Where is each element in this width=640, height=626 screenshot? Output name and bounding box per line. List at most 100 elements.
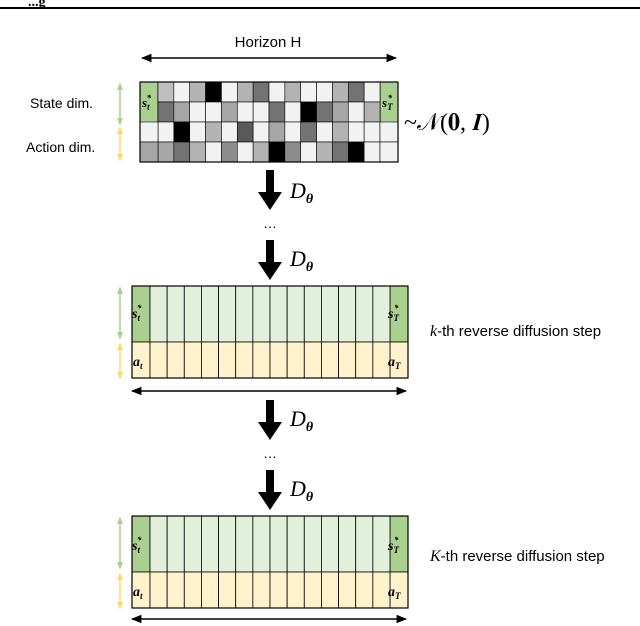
noise-cell	[157, 121, 175, 143]
k-step-trajectory-block: st* sT* at aT	[117, 285, 409, 396]
block-border	[131, 285, 409, 379]
action-column	[303, 341, 322, 379]
action-column	[201, 341, 219, 379]
action-column	[149, 571, 168, 609]
state-column	[269, 285, 288, 343]
noise-cell	[268, 141, 286, 163]
action-column	[321, 341, 339, 379]
noise-cell	[189, 121, 206, 143]
noise-cell	[236, 141, 254, 163]
section-heading: ...g	[28, 0, 46, 10]
state-column	[355, 285, 374, 343]
noise-cell	[252, 81, 270, 103]
noise-cell	[268, 81, 286, 103]
k-start-state-label: st*	[131, 303, 142, 323]
noise-distribution: ~𝒩(𝟎, 𝑰)	[404, 110, 490, 136]
denoise-step-4: Dθ	[258, 470, 314, 510]
noise-cell	[173, 141, 191, 163]
state-column	[218, 515, 237, 573]
noise-cell	[221, 81, 238, 103]
noise-cell	[347, 141, 365, 163]
noise-grid	[139, 81, 399, 163]
noise-end-action-cell	[379, 121, 399, 143]
K-start-state-label: st*	[131, 535, 142, 555]
noise-start-action-cell	[139, 121, 159, 143]
action-column	[183, 571, 202, 609]
noise-start-state-label: st*	[141, 93, 152, 112]
noise-start-action-cell	[139, 141, 159, 163]
action-column	[269, 571, 288, 609]
noise-cell	[205, 81, 222, 103]
action-column	[303, 571, 322, 609]
K-end-state-label: sT*	[387, 535, 399, 555]
state-column	[321, 515, 339, 573]
noise-cell	[236, 101, 254, 123]
action-column	[355, 341, 374, 379]
denoiser-label-4: Dθ	[289, 476, 314, 505]
state-column	[338, 515, 357, 573]
noise-cell	[189, 101, 206, 123]
noise-cell	[221, 141, 238, 163]
denoise-step-2: Dθ	[258, 240, 314, 280]
noise-cell	[252, 101, 270, 123]
noise-cell	[332, 121, 349, 143]
action-column	[338, 341, 357, 379]
k-step-caption: k-th reverse diffusion step	[430, 323, 601, 340]
state-column	[303, 515, 322, 573]
noise-cell	[316, 81, 333, 103]
denoiser-label-3: Dθ	[289, 406, 314, 435]
noise-cell	[173, 121, 191, 143]
noise-cell	[332, 141, 349, 163]
ellipsis-2: …	[263, 445, 277, 461]
noise-block-border	[139, 81, 399, 163]
noise-cell	[284, 101, 302, 123]
noise-cell	[189, 141, 206, 163]
noise-cell	[347, 81, 365, 103]
noise-cell	[157, 141, 175, 163]
denoise-step-1: Dθ	[258, 170, 314, 210]
k-end-action-label: aT	[388, 355, 401, 371]
state-column	[235, 515, 254, 573]
noise-cell	[221, 101, 238, 123]
noise-cell	[300, 81, 317, 103]
state-column	[321, 285, 339, 343]
action-column	[286, 571, 305, 609]
state-column	[166, 515, 185, 573]
noise-cell	[173, 81, 191, 103]
state-column	[183, 285, 202, 343]
state-column	[338, 285, 357, 343]
noise-cell	[189, 81, 206, 103]
action-column	[218, 571, 237, 609]
state-column	[252, 515, 271, 573]
noise-cell	[252, 121, 270, 143]
action-column	[286, 341, 305, 379]
action-column	[166, 341, 185, 379]
K-start-action-label: at	[133, 585, 143, 601]
noise-cell	[157, 81, 175, 103]
noise-end-action-cell	[379, 141, 399, 163]
K-end-action-label: aT	[388, 585, 401, 601]
state-column	[201, 515, 219, 573]
state-column	[235, 285, 254, 343]
k-block-grid	[131, 285, 409, 379]
noise-cell	[332, 81, 349, 103]
denoiser-label-2: Dθ	[289, 246, 314, 275]
state-column	[286, 285, 305, 343]
noise-cell	[363, 101, 381, 123]
state-column	[183, 515, 202, 573]
block-border	[131, 515, 409, 609]
action-dim-label: Action dim.	[26, 139, 95, 155]
state-dim-label: State dim.	[30, 95, 93, 111]
noise-cell	[221, 121, 238, 143]
noise-cell	[205, 101, 222, 123]
action-column	[183, 341, 202, 379]
K-block-grid	[131, 515, 409, 609]
noise-cell	[284, 81, 302, 103]
noise-trajectory-block: st* sT*	[139, 81, 399, 163]
noise-cell	[205, 121, 222, 143]
noise-cell	[252, 141, 270, 163]
action-column	[218, 341, 237, 379]
noise-cell	[316, 101, 333, 123]
noise-cell	[347, 101, 365, 123]
